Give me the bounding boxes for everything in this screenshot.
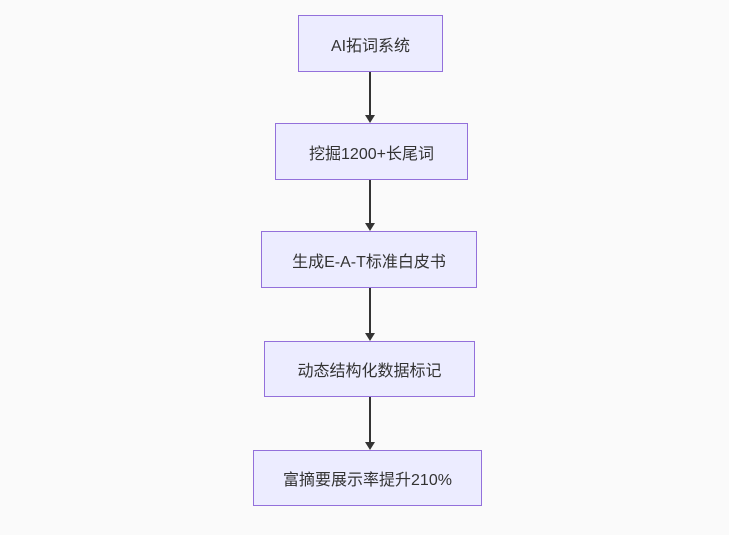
- flow-arrow-3: [365, 288, 375, 341]
- flow-node-longtail-mining: 挖掘1200+长尾词: [275, 123, 468, 180]
- arrow-head-icon: [365, 333, 375, 341]
- arrow-head-icon: [365, 115, 375, 123]
- node-label: 动态结构化数据标记: [297, 363, 442, 380]
- node-label: 生成E-A-T标准白皮书: [292, 253, 446, 271]
- flow-node-rich-snippet-result: 富摘要展示率提升210%: [253, 450, 482, 506]
- arrow-line: [369, 397, 371, 442]
- node-label: 富摘要展示率提升210%: [283, 472, 452, 489]
- flow-arrow-1: [365, 72, 375, 123]
- node-label: AI拓词系统: [330, 37, 411, 55]
- arrow-line: [369, 72, 371, 115]
- arrow-line: [369, 288, 371, 333]
- flow-node-eat-whitepaper: 生成E-A-T标准白皮书: [261, 231, 477, 288]
- flow-node-structured-data-markup: 动态结构化数据标记: [264, 341, 475, 397]
- flow-arrow-4: [365, 397, 375, 450]
- flow-node-ai-word-system: AI拓词系统: [298, 15, 443, 72]
- node-label: 挖掘1200+长尾词: [309, 145, 434, 163]
- arrow-head-icon: [365, 442, 375, 450]
- arrow-head-icon: [365, 223, 375, 231]
- flow-arrow-2: [365, 180, 375, 231]
- arrow-line: [369, 180, 371, 223]
